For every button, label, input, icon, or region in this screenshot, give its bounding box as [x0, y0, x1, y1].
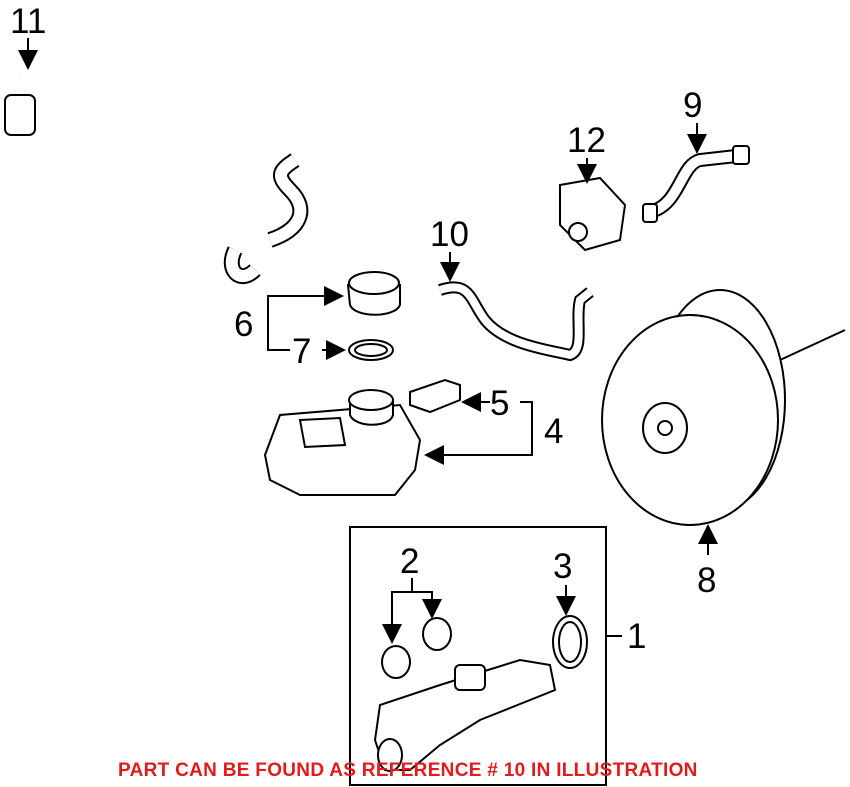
callout-bracket-6 — [267, 323, 290, 351]
part-grommet — [381, 645, 411, 679]
part-hose-10 — [438, 281, 594, 362]
callout-arrow-2b — [412, 591, 442, 619]
part-brake-booster — [601, 289, 846, 526]
callout-8: 8 — [697, 561, 716, 600]
callout-7: 7 — [292, 332, 311, 371]
callout-arrow-4 — [424, 401, 533, 465]
part-master-cylinder — [373, 658, 557, 772]
callout-3: 3 — [553, 547, 572, 586]
callout-arrow-2a — [382, 578, 413, 644]
reference-note: PART CAN BE FOUND AS REFERENCE # 10 IN I… — [118, 760, 698, 781]
part-cap — [346, 271, 401, 316]
part-reservoir — [263, 389, 422, 496]
part-sensor — [559, 176, 627, 252]
callout-2: 2 — [400, 542, 419, 581]
kit-box — [349, 526, 607, 786]
part-level-sensor — [409, 378, 461, 414]
callout-1: 1 — [627, 617, 646, 656]
part-o-ring-inner — [558, 621, 582, 663]
callout-12: 12 — [567, 121, 606, 160]
part-hose-9 — [642, 145, 750, 223]
part-grommet — [422, 617, 452, 651]
callout-10: 10 — [430, 215, 469, 254]
callout-4: 4 — [544, 412, 563, 451]
part-seal-ring-inner — [354, 343, 388, 357]
callout-arrow-6 — [267, 286, 344, 323]
callout-5: 5 — [490, 384, 509, 423]
callout-11: 11 — [10, 2, 46, 41]
callout-9: 9 — [683, 86, 702, 125]
part-vacuum-hose — [4, 69, 309, 284]
callout-6: 6 — [234, 305, 253, 344]
